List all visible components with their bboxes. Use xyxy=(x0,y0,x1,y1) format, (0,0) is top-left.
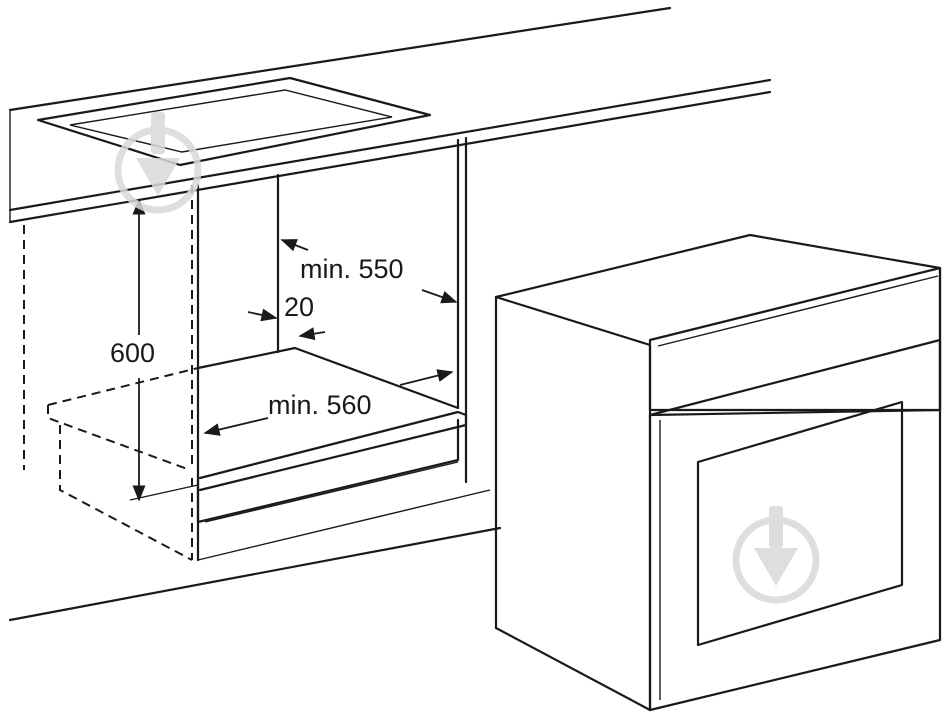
watermark-icon xyxy=(114,112,202,214)
dashed-cabinet-outline xyxy=(23,185,199,561)
dimension-depth-label: min. 550 xyxy=(300,254,404,284)
cooktop xyxy=(36,76,432,167)
dimension-width xyxy=(203,369,454,436)
built-in-oven xyxy=(494,233,942,712)
dimension-depth xyxy=(280,239,458,304)
dimension-height-label: 600 xyxy=(110,338,155,368)
dimension-gap-label: 20 xyxy=(284,292,314,322)
cabinet-niche xyxy=(196,136,491,562)
watermark-icon xyxy=(732,506,820,604)
floor-line xyxy=(8,526,502,622)
dimension-width-label: min. 560 xyxy=(268,390,372,420)
dimension-gap xyxy=(247,308,326,341)
dimension-height xyxy=(129,198,199,502)
